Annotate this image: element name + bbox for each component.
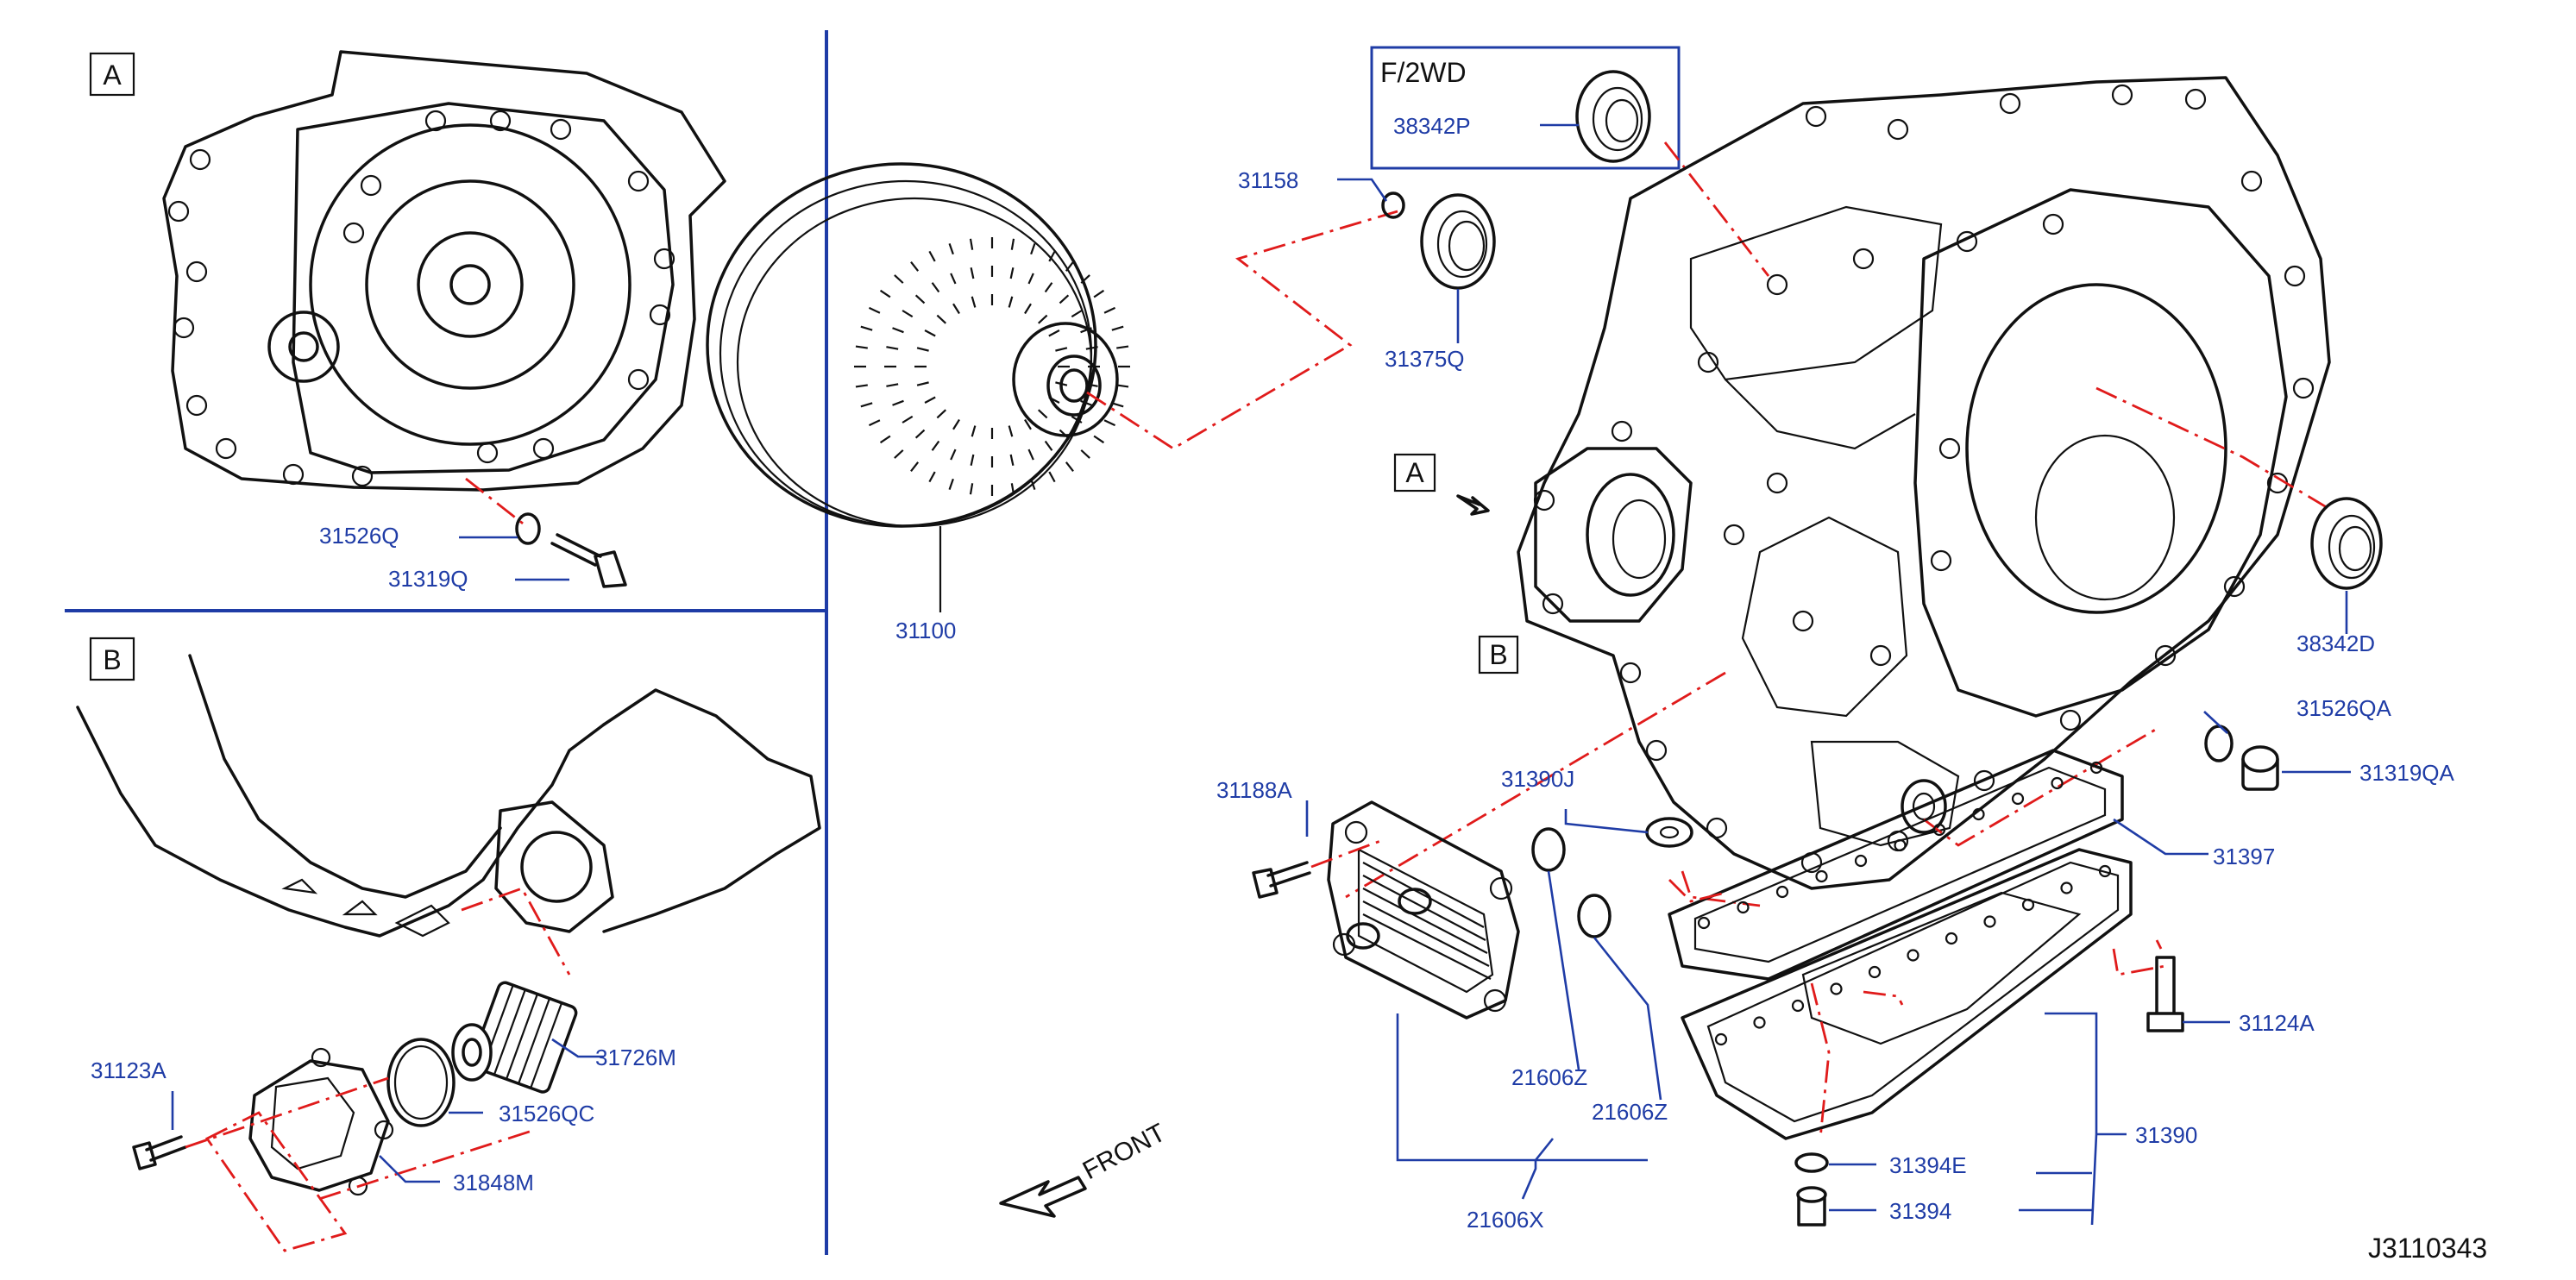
oil-pan-gasket [1645, 749, 2133, 1140]
label-31123A: 31123A [91, 1057, 166, 1083]
torque-converter [706, 162, 1398, 612]
label-31526QA: 31526QA [2296, 695, 2392, 721]
label-31390: 31390 [2135, 1122, 2197, 1148]
callout-b-box [1478, 635, 1519, 675]
front-arrow: FRONT [999, 1119, 1171, 1218]
label-38342P: 38342P [1393, 113, 1471, 139]
transmission-case [1345, 76, 2331, 907]
section-b-filter-area: B [76, 637, 821, 1252]
label-31100: 31100 [895, 618, 956, 643]
part-labels: 31526Q 31319Q 31100 31158 31375Q 38342P … [91, 113, 2455, 1233]
label-31526Q: 31526Q [319, 523, 399, 549]
leader-lines [171, 178, 2351, 1226]
callout-a-label: A [1405, 457, 1424, 488]
label-21606Z-1: 21606Z [1511, 1064, 1587, 1090]
label-31726M: 31726M [595, 1045, 676, 1070]
callout-a-box [1393, 453, 1436, 493]
section-a-box [89, 52, 135, 97]
label-31188A: 31188A [1216, 777, 1292, 803]
drain-plug [1794, 1152, 1829, 1227]
label-31158: 31158 [1238, 167, 1298, 193]
label-21606X: 21606X [1467, 1207, 1544, 1233]
label-31319QA: 31319QA [2359, 760, 2455, 786]
label-31390J: 31390J [1501, 766, 1574, 792]
section-a-box-label: A [103, 60, 122, 91]
section-b-box-label: B [103, 644, 121, 675]
label-31375Q: 31375Q [1385, 346, 1465, 372]
label-21606Z-2: 21606Z [1592, 1099, 1668, 1125]
label-31319Q: 31319Q [388, 566, 468, 592]
seal-group-top [1381, 191, 1496, 343]
oil-cooler [1252, 800, 1612, 1020]
callout-b-label: B [1489, 639, 1507, 670]
pan-bolt [2112, 939, 2184, 1032]
case-callouts: A B [1393, 453, 1519, 675]
label-31526QC: 31526QC [499, 1101, 594, 1126]
inset-title: F/2WD [1380, 57, 1467, 88]
label-31394: 31394 [1889, 1198, 1951, 1224]
section-b-box [89, 637, 135, 681]
label-38342D: 38342D [2296, 631, 2375, 656]
label-31848M: 31848M [453, 1170, 534, 1195]
label-31124A: 31124A [2239, 1010, 2315, 1036]
section-a-housing: A [89, 50, 726, 588]
front-label: FRONT [1078, 1119, 1171, 1186]
label-31394E: 31394E [1889, 1152, 1967, 1178]
diagram-code: J3110343 [2368, 1233, 2487, 1264]
panel-dividers [65, 30, 828, 1255]
f2wd-inset: F/2WD [1370, 46, 1770, 277]
label-31397: 31397 [2213, 844, 2275, 869]
